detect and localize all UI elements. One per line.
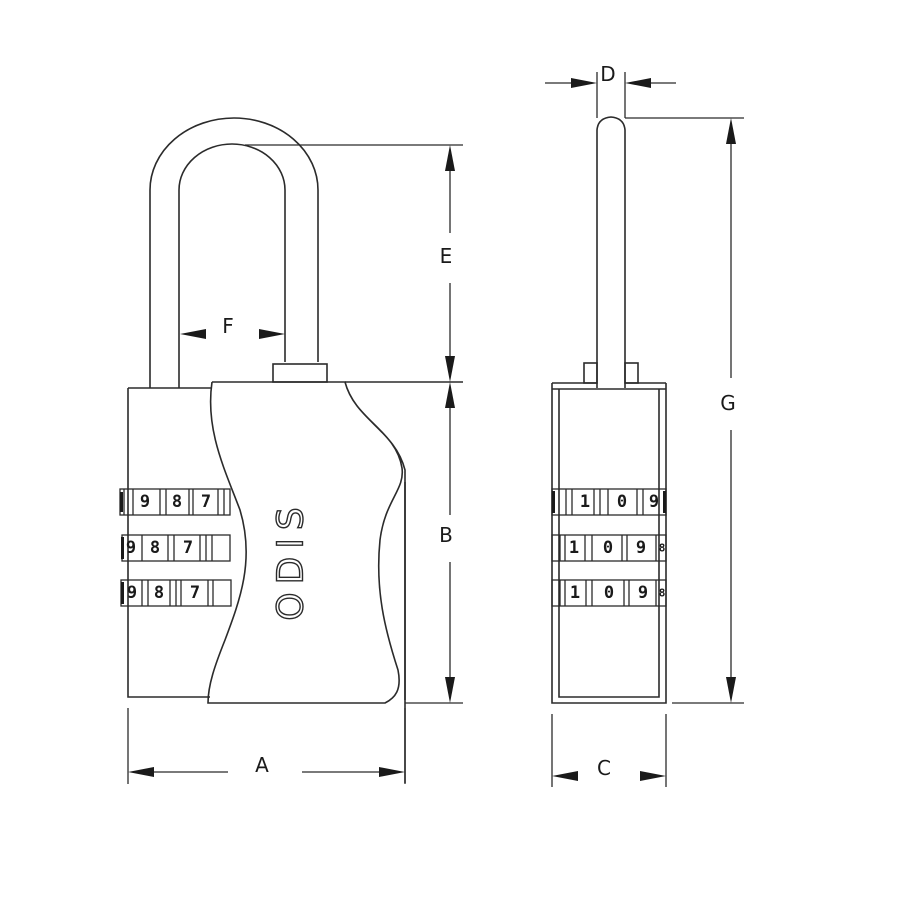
svg-text:8: 8 xyxy=(154,583,164,603)
dimension-d: D xyxy=(545,62,676,118)
shackle-side xyxy=(583,116,639,388)
dial-stack-front: 9 8 7 9 8 7 xyxy=(119,488,232,607)
svg-text:B: B xyxy=(439,523,453,547)
svg-text:8: 8 xyxy=(150,538,160,558)
svg-text:9: 9 xyxy=(127,583,137,603)
dial-front-3: 9 8 7 xyxy=(120,579,232,607)
svg-text:F: F xyxy=(222,314,234,338)
front-view: ODIS 9 8 7 xyxy=(119,117,463,784)
svg-text:1: 1 xyxy=(570,583,580,603)
dimension-a: A xyxy=(127,708,406,784)
dial-side-1: 1 0 9 xyxy=(551,488,667,516)
lock-body-front xyxy=(127,381,463,783)
dimension-c: C xyxy=(551,714,667,787)
svg-text:D: D xyxy=(600,62,615,86)
svg-text:C: C xyxy=(597,756,611,780)
svg-text:G: G xyxy=(720,391,736,415)
svg-text:9: 9 xyxy=(649,492,659,512)
svg-text:1: 1 xyxy=(569,538,579,558)
svg-text:9: 9 xyxy=(126,538,136,558)
svg-text:7: 7 xyxy=(183,538,193,558)
svg-text:7: 7 xyxy=(201,492,211,512)
svg-text:0: 0 xyxy=(604,583,614,603)
svg-text:8: 8 xyxy=(659,587,666,600)
dimension-g: G xyxy=(625,117,744,704)
svg-text:0: 0 xyxy=(603,538,613,558)
shackle-front xyxy=(149,117,328,388)
svg-text:ODIS: ODIS xyxy=(271,499,312,621)
side-view: 1 0 9 1 0 9 8 xyxy=(545,62,744,787)
dial-side-2: 1 0 9 8 xyxy=(551,534,667,562)
svg-text:8: 8 xyxy=(172,492,182,512)
dimension-e: E xyxy=(245,144,463,382)
dimension-b: B xyxy=(405,382,463,704)
svg-text:8: 8 xyxy=(659,542,666,555)
svg-text:7: 7 xyxy=(190,583,200,603)
svg-text:0: 0 xyxy=(617,492,627,512)
dial-side-3: 1 0 9 8 xyxy=(551,579,667,607)
svg-text:A: A xyxy=(255,753,269,777)
dial-front-2: 9 8 7 xyxy=(121,534,231,562)
svg-text:9: 9 xyxy=(140,492,150,512)
brand-logo: ODIS xyxy=(270,499,312,622)
dimension-f: F xyxy=(180,314,285,339)
svg-text:9: 9 xyxy=(638,583,648,603)
svg-text:1: 1 xyxy=(580,492,590,512)
dial-front-1: 9 8 7 xyxy=(119,488,231,516)
svg-text:9: 9 xyxy=(636,538,646,558)
svg-text:E: E xyxy=(440,244,453,268)
dial-stack-side: 1 0 9 1 0 9 8 xyxy=(551,488,667,607)
